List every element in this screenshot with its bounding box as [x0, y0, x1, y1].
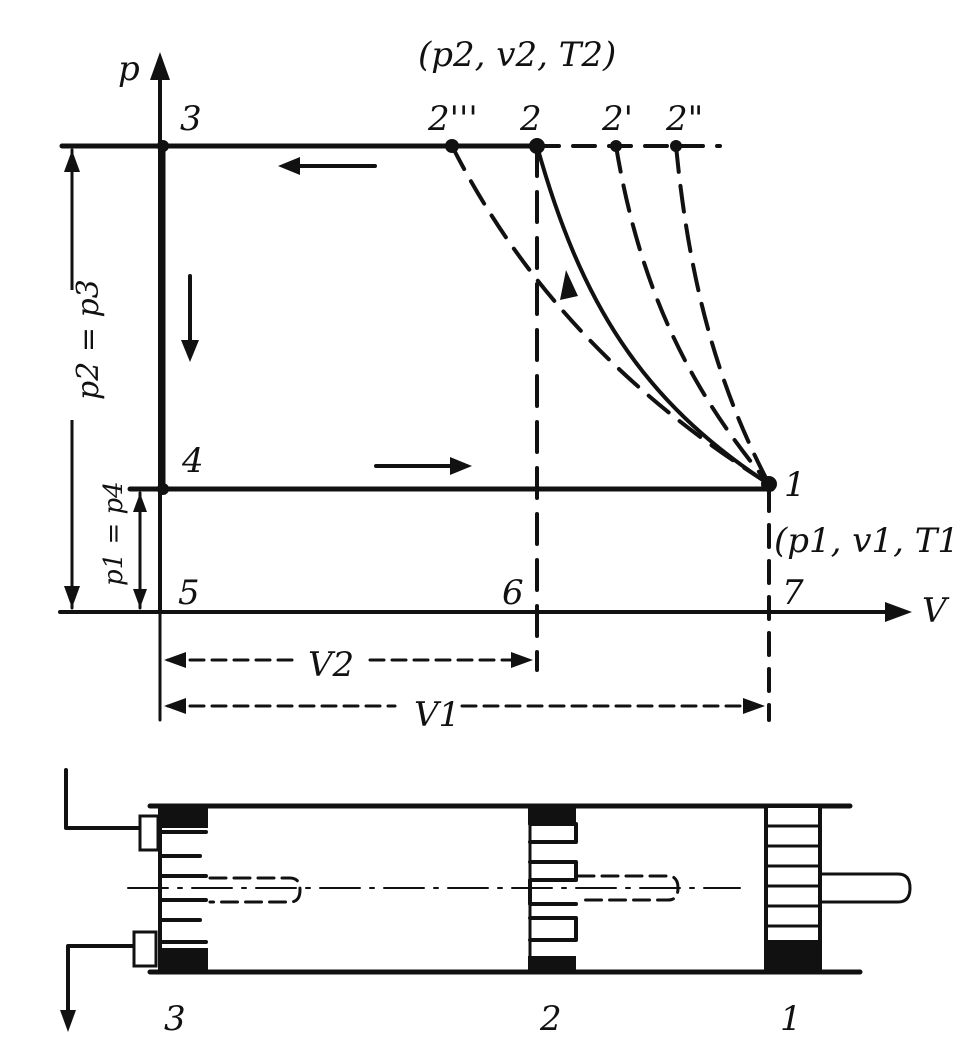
piston-3-label: 3 [164, 999, 186, 1039]
v-axis-arrow [885, 602, 912, 622]
arrow-right-isobar [374, 457, 472, 475]
piston-2-rod [576, 874, 680, 902]
point-2prime-marker [610, 140, 622, 152]
p-axis-arrow [150, 52, 170, 80]
point-2triple-label: 2''' [427, 99, 478, 139]
dimension-p-high: p2 = p3 [52, 148, 106, 610]
piston-3-rod [208, 876, 302, 904]
dimension-p-low-label: p1 = p4 [99, 481, 129, 586]
point-4-label: 4 [181, 441, 204, 481]
arrow-left-isobar [278, 157, 377, 175]
state-2-label: (p2, v2, T2) [418, 35, 616, 75]
point-2-marker [529, 138, 545, 154]
point-1-label: 1 [784, 465, 806, 505]
point-2double-marker [670, 140, 682, 152]
p-axis-label: p [118, 49, 140, 89]
point-4-marker [157, 483, 169, 495]
isothermal-curve-1-2triple [450, 144, 771, 486]
pv-diagram: p V [52, 35, 953, 735]
cylinder-sketch: 3 2 1 [60, 768, 912, 1039]
dimension-p-low: p1 = p4 [99, 481, 147, 610]
outlet-pipe-arrow [60, 1010, 76, 1032]
piston-2-label: 2 [539, 999, 562, 1039]
dimension-v1-label: V1 [414, 695, 460, 735]
point-2prime-label: 2' [601, 99, 633, 139]
point-1-marker [761, 476, 777, 492]
point-7-label: 7 [782, 573, 804, 613]
piston-1-label: 1 [780, 999, 802, 1039]
inlet-valve [138, 814, 160, 852]
inlet-pipe [64, 768, 144, 830]
outlet-pipe [66, 944, 144, 1022]
piston-3 [158, 806, 208, 972]
polytropic-curve-1-2prime [614, 144, 771, 486]
point-2-label: 2 [519, 99, 542, 139]
piston-1-rod [820, 872, 912, 904]
point-6-label: 6 [502, 573, 524, 613]
arrow-up-curve [560, 270, 578, 300]
piston-1 [764, 804, 822, 974]
outlet-valve [132, 930, 158, 968]
point-3-label: 3 [180, 99, 202, 139]
point-5-label: 5 [178, 573, 200, 613]
point-3-marker [157, 140, 169, 152]
dimension-v1: V1 [164, 695, 765, 735]
point-2triple-marker [445, 139, 459, 153]
dimension-v2-label: V2 [308, 645, 354, 685]
dimension-v2: V2 [158, 610, 533, 722]
arrow-down-isochore [181, 274, 199, 362]
point-2double-label: 2" [665, 99, 703, 139]
polytropic-curve-1-2double [674, 144, 771, 486]
state-1-label: (p1, v1, T1) [774, 521, 953, 561]
v-axis-label: V [922, 591, 950, 631]
adiabatic-curve-1-2 [535, 144, 771, 486]
dimension-p-high-label: p2 = p3 [71, 279, 106, 400]
piston-2 [528, 806, 578, 974]
